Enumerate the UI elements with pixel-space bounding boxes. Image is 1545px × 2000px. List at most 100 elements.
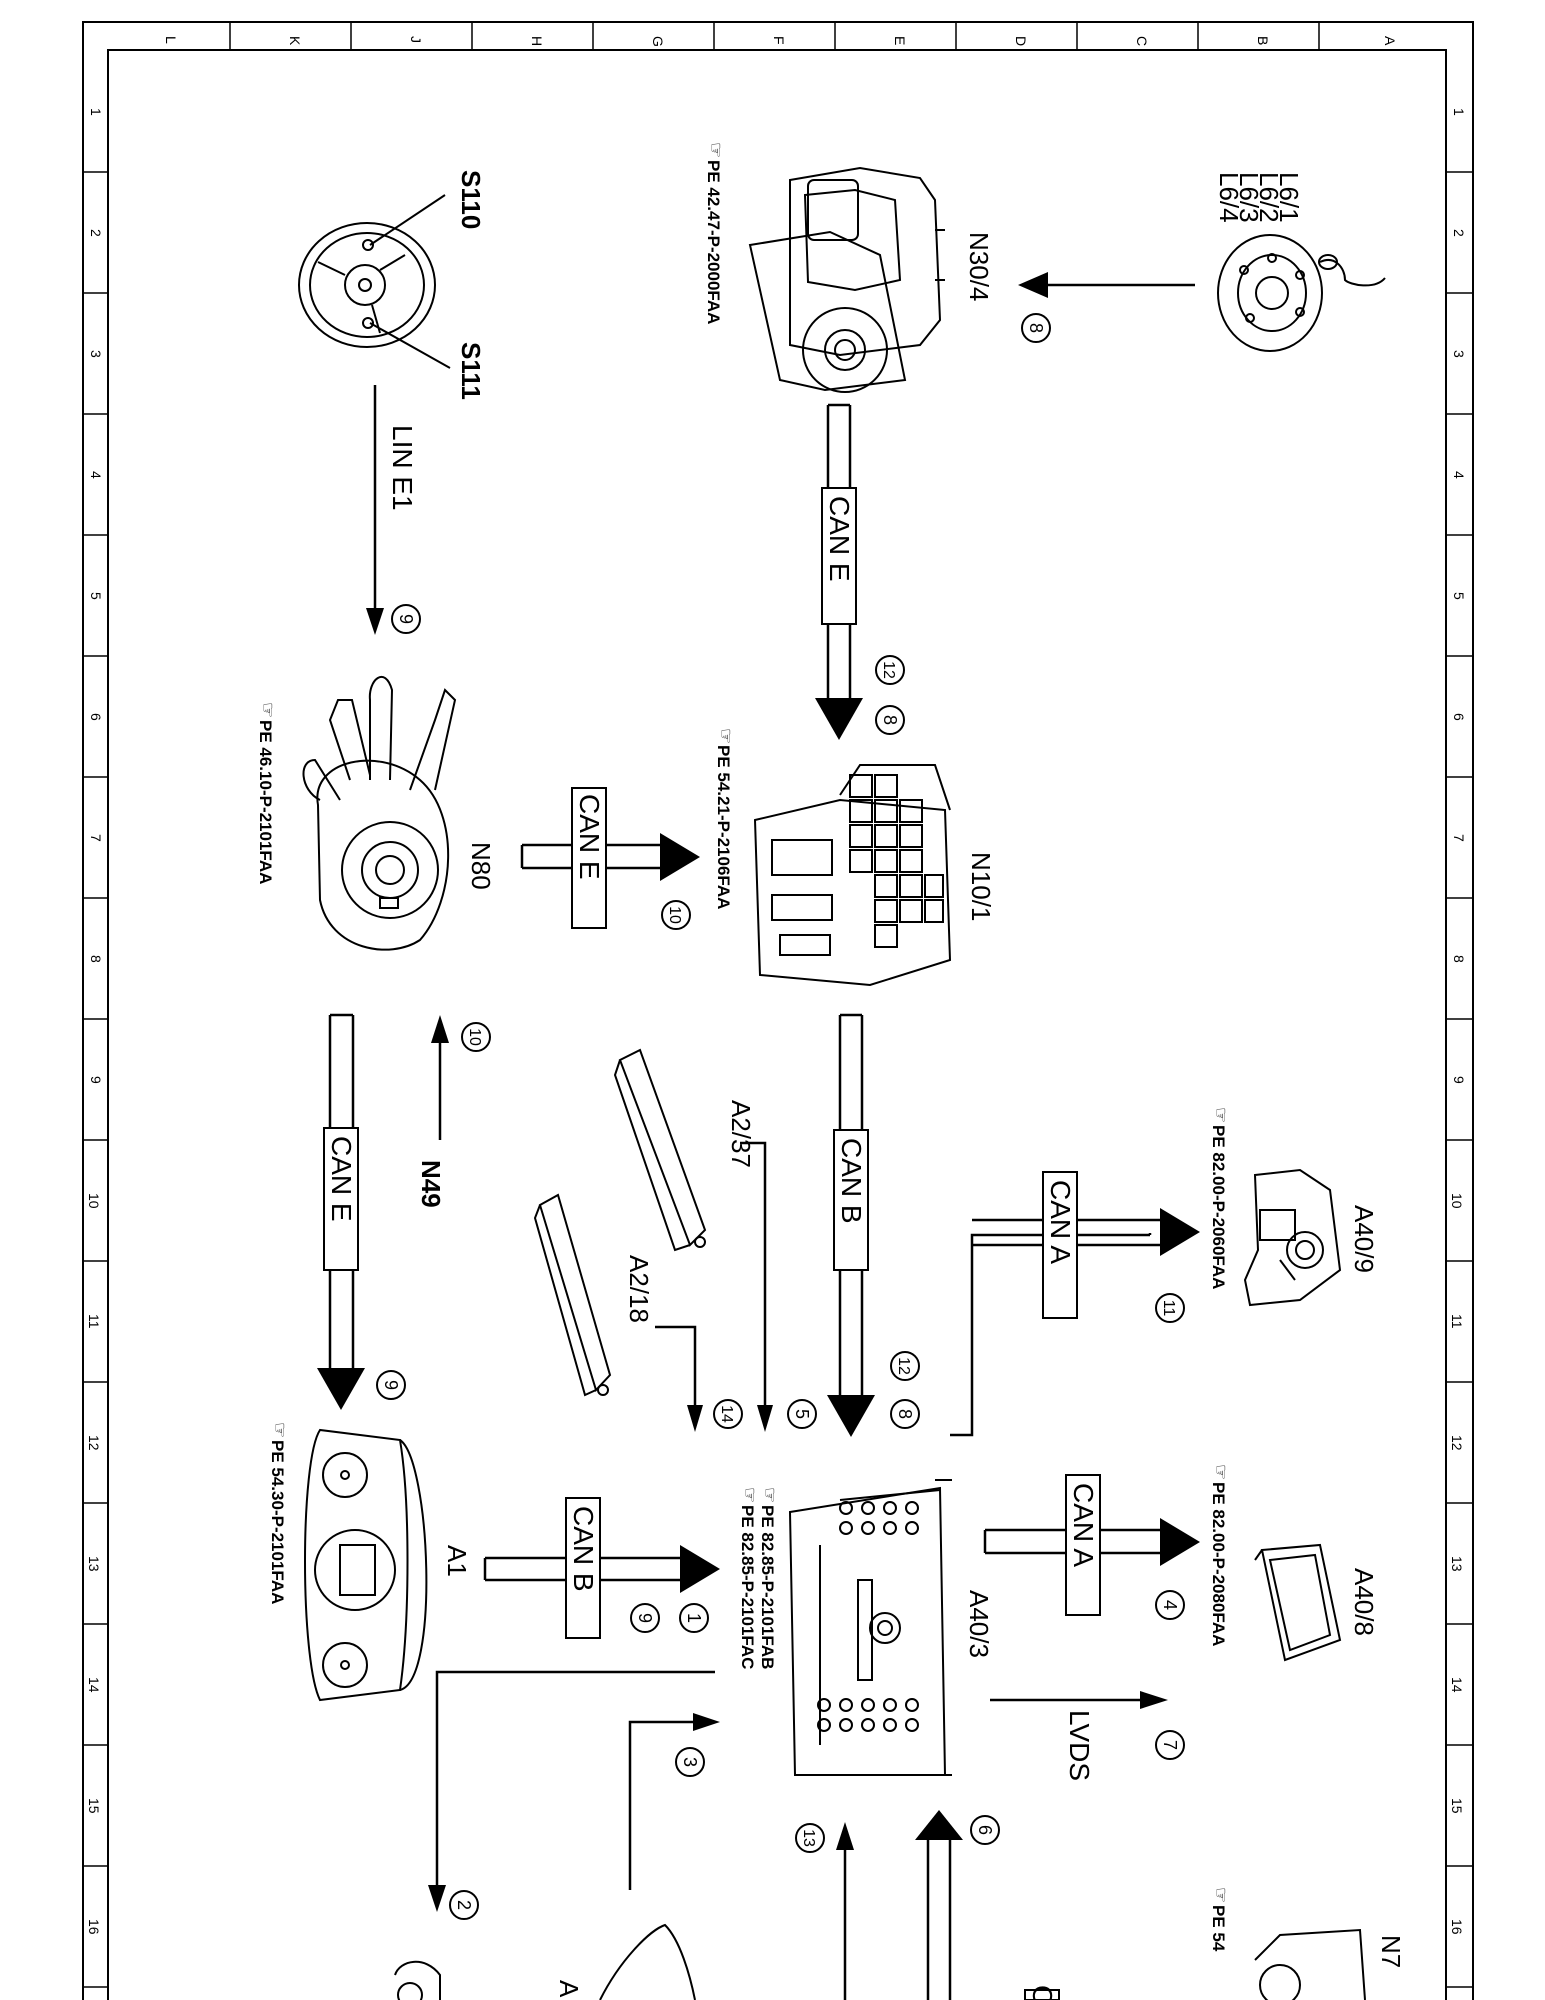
grid-col-a: A: [1382, 36, 1398, 46]
s110-label: S110: [456, 170, 486, 229]
can-a-label-1: CAN A: [1045, 1180, 1076, 1264]
grid-row-7: 7: [88, 834, 104, 842]
step-13: 13: [800, 1829, 817, 1847]
grid-col-h: H: [529, 36, 545, 46]
a40-3-ref2: PE 82.85-P-2101FAC: [738, 1505, 757, 1669]
l6-labels: L6/1 L6/2 L6/3 L6/4: [1214, 172, 1304, 223]
grid-row-11: 11: [86, 1314, 102, 1329]
step-numbers: 8 9 12 8 10 10 9 11 12 8 5 14 4 7 1 9 3 …: [381, 323, 1180, 1910]
n30-4-ref: PE 42.47-P-2000FAA: [704, 160, 723, 324]
can-e-label-2: CAN E: [574, 794, 605, 880]
a40-9-camera: [1243, 1168, 1342, 1307]
a40-8-label: A40/8: [1349, 1568, 1379, 1636]
step-14: 14: [718, 1405, 735, 1423]
step-4: 4: [1160, 1600, 1180, 1610]
hand-pointer-icon: ☞: [715, 728, 736, 744]
grid-row-15-right: 15: [1449, 1798, 1465, 1814]
grid-row-10-right: 10: [1449, 1193, 1465, 1209]
l6-3-label: L6/3: [1234, 172, 1264, 223]
lin-e1-label: LIN E1: [387, 425, 418, 511]
grid-row-13: 13: [86, 1556, 102, 1572]
bus-label-boxes: [323, 487, 1101, 2000]
can-e-label-1: CAN E: [824, 496, 855, 582]
grid-row-16: 16: [86, 1919, 102, 1935]
hand-pointer-icon: ☞: [269, 1422, 290, 1438]
arrowheads: [366, 272, 1168, 1912]
bus-arrowheads: [317, 698, 1200, 1840]
reference-icons: ☞ ☞ ☞ ☞ ☞ ☞ ☞ ☞ ☞: [257, 142, 1231, 1903]
grid-row-16-right: 16: [1449, 1919, 1465, 1935]
hand-pointer-icon: ☞: [739, 1487, 760, 1503]
bottom-component-partial: [394, 1960, 441, 2000]
a2-18-antenna: [533, 1193, 612, 1397]
a40-3-headunit: [788, 1479, 952, 1776]
grid-row-5-right: 5: [1451, 592, 1467, 600]
step-3: 3: [680, 1757, 700, 1767]
n10-1-ref: PE 54.21-P-2106FAA: [714, 745, 733, 909]
n7-module-partial: [1254, 1928, 1366, 2000]
a2-18-label: A2/18: [624, 1255, 654, 1323]
n30-4-module: [748, 166, 945, 393]
grid-row-7-right: 7: [1451, 834, 1467, 842]
grid-row-6: 6: [88, 713, 104, 721]
step-9-b: 9: [381, 1380, 401, 1390]
grid-col-c: C: [1134, 36, 1150, 46]
n10-1-label: N10/1: [966, 852, 996, 921]
bus-arrows: [328, 403, 1160, 2000]
grid-labels: A B C D E F G H J K L 1 2 3 4 5 6 7 8 9 …: [86, 36, 1467, 1935]
l6-2-label: L6/2: [1254, 172, 1284, 223]
grid-row-10: 10: [86, 1193, 102, 1209]
grid-col-k: K: [287, 36, 303, 46]
n7-label: N7: [1376, 1935, 1406, 1968]
grid-row-4-right: 4: [1451, 471, 1467, 479]
grid-row-3-right: 3: [1451, 350, 1467, 358]
grid-row-3: 3: [88, 350, 104, 358]
hand-pointer-icon: ☞: [759, 1487, 780, 1503]
hand-pointer-icon: ☞: [1210, 1887, 1231, 1903]
step-10-b: 10: [466, 1028, 483, 1046]
grid-row-1-right: 1: [1451, 108, 1467, 116]
grid-row-5: 5: [88, 592, 104, 600]
grid-row-9-right: 9: [1451, 1076, 1467, 1084]
a1-cluster: [304, 1428, 428, 1702]
grid-col-b: B: [1255, 36, 1271, 45]
grid-row-9: 9: [88, 1076, 104, 1084]
a-partial-label: A: [554, 1980, 584, 1998]
l6-1-label: L6/1: [1274, 172, 1304, 223]
a40-9-ref: PE 82.00-P-2060FAA: [1209, 1125, 1228, 1289]
a40-8-display: [1254, 1543, 1342, 1662]
a2-37-antenna: [613, 1048, 707, 1252]
grid-col-g: G: [650, 36, 666, 47]
can-b-label-2: CAN B: [568, 1506, 599, 1592]
grid-row-2-right: 2: [1451, 229, 1467, 237]
a40-8-ref: PE 82.00-P-2080FAA: [1209, 1482, 1228, 1646]
drawing-frame: [82, 21, 1474, 2000]
grid-row-1: 1: [88, 108, 104, 116]
l6-4-label: L6/4: [1214, 172, 1244, 223]
grid-row-6-right: 6: [1451, 713, 1467, 721]
lvds-label: LVDS: [1064, 1710, 1095, 1781]
step-11: 11: [1160, 1300, 1177, 1317]
l6-sensor: [1217, 234, 1386, 352]
can-b-label-1: CAN B: [836, 1138, 867, 1224]
n49-label: N49: [416, 1160, 446, 1208]
hand-pointer-icon: ☞: [257, 702, 278, 718]
grid-ticks: [83, 22, 1473, 1988]
step-circles: [376, 313, 1185, 1920]
step-10-a: 10: [666, 906, 683, 924]
n7-ref: PE 54: [1209, 1905, 1228, 1952]
a40-3-ref1: PE 82.85-P-2101FAB: [758, 1505, 777, 1669]
n80-label: N80: [466, 842, 496, 890]
grid-row-14-right: 14: [1449, 1677, 1465, 1693]
grid-row-8-right: 8: [1451, 955, 1467, 963]
grid-col-e: E: [892, 36, 908, 45]
grid-row-13-right: 13: [1449, 1556, 1465, 1572]
can-e-label-3: CAN E: [326, 1136, 357, 1222]
grid-col-l: L: [163, 36, 179, 44]
bottom-shape-partial: [599, 1923, 696, 2000]
can-a-label-2: CAN A: [1068, 1483, 1099, 1567]
step-12-b: 12: [895, 1357, 912, 1375]
grid-row-15: 15: [86, 1798, 102, 1814]
steering-wheel: [298, 194, 451, 369]
